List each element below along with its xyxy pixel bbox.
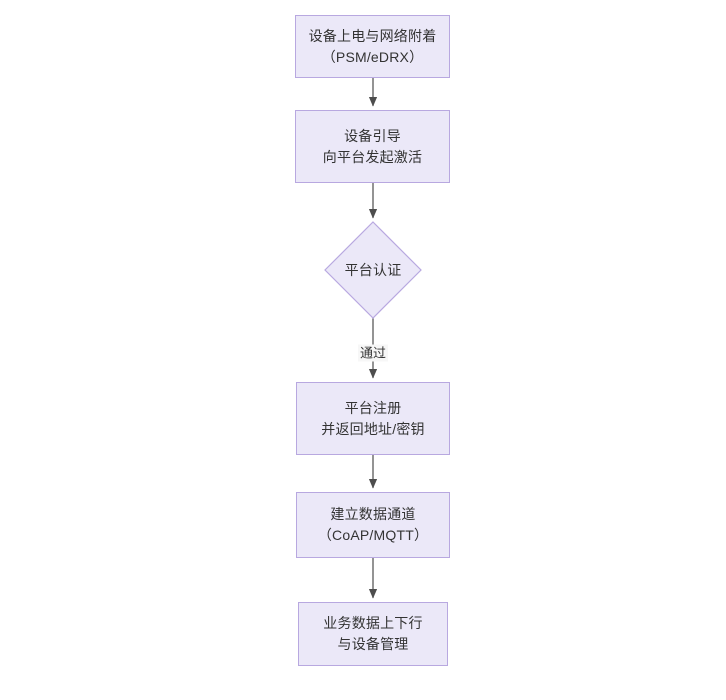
node-bootstrap[interactable]: 设备引导 向平台发起激活 [295, 110, 450, 183]
node-power-on-line2: （PSM/eDRX） [321, 48, 424, 65]
node-platform-register-line1: 平台注册 [344, 399, 402, 416]
node-business-data-line2: 与设备管理 [337, 636, 409, 652]
node-platform-auth[interactable]: 平台认证 [324, 221, 422, 319]
edge-label-pass: 通过 [357, 344, 389, 362]
node-bootstrap-line1: 设备引导 [344, 127, 401, 144]
node-data-channel-line1: 建立数据通道 [330, 506, 416, 522]
node-platform-register-line2: 并返回地址/密钥 [321, 420, 425, 437]
diamond-shape [324, 221, 422, 319]
node-bootstrap-line2: 向平台发起激活 [322, 148, 423, 165]
node-data-channel[interactable]: 建立数据通道 （CoAP/MQTT） [296, 492, 450, 558]
node-power-on[interactable]: 设备上电与网络附着 （PSM/eDRX） [295, 15, 450, 78]
node-platform-auth-label: 平台认证 [344, 261, 402, 278]
node-data-channel-line2: （CoAP/MQTT） [317, 527, 429, 543]
node-business-data-line1: 业务数据上下行 [323, 615, 423, 631]
node-platform-register[interactable]: 平台注册 并返回地址/密钥 [296, 382, 450, 455]
node-power-on-line1: 设备上电与网络附着 [308, 27, 437, 44]
node-business-data[interactable]: 业务数据上下行 与设备管理 [298, 602, 448, 666]
